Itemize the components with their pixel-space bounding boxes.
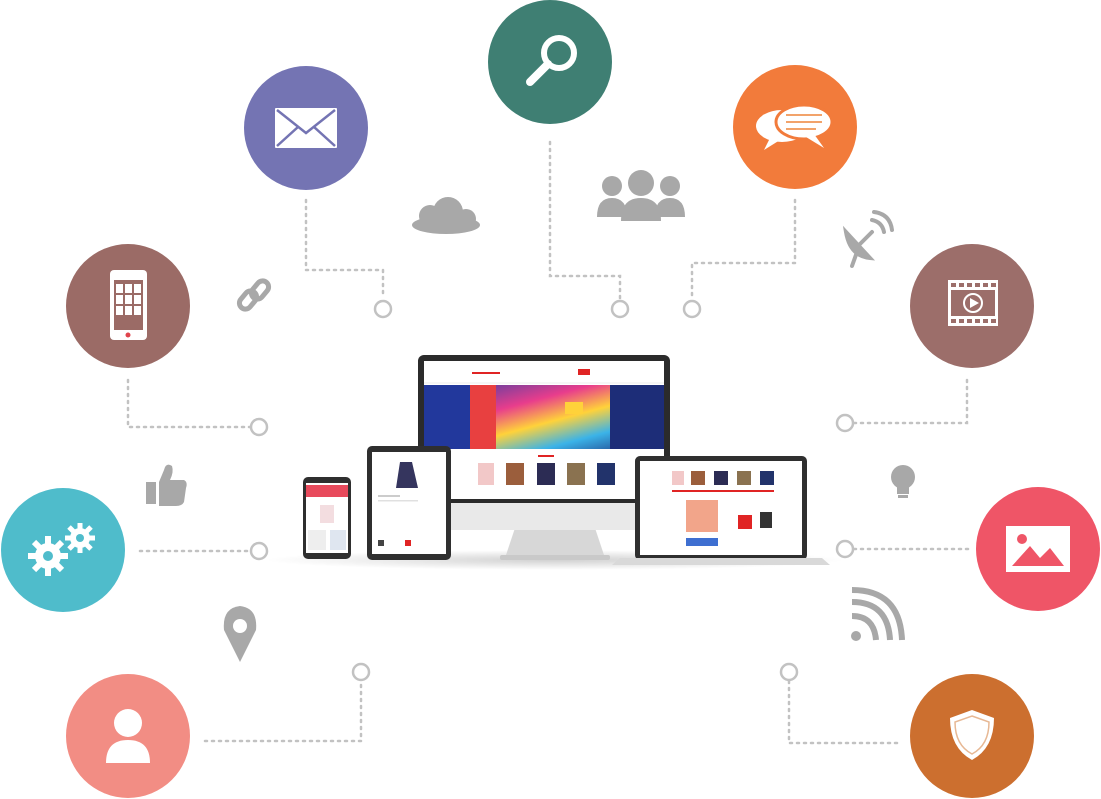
connectors — [126, 140, 970, 745]
node-shield — [779, 662, 799, 682]
node-mobile — [249, 417, 269, 437]
mail-circle — [244, 66, 368, 190]
shield-icon — [950, 710, 994, 760]
people-icon — [597, 170, 685, 221]
node-chat — [682, 299, 702, 319]
connector-mail — [304, 198, 385, 300]
connector-mobile — [126, 378, 252, 429]
node-mail — [373, 299, 393, 319]
connector-video — [850, 378, 969, 425]
tablet — [367, 446, 451, 560]
image-circle — [976, 487, 1100, 611]
node-gears — [249, 541, 269, 561]
chat-circle — [733, 65, 857, 189]
laptop — [612, 456, 830, 565]
node-video — [835, 413, 855, 433]
cloud-icon — [412, 197, 480, 234]
chat-icon — [756, 103, 834, 150]
phone — [303, 477, 351, 559]
node-image — [835, 539, 855, 559]
mobile-circle — [66, 244, 190, 368]
search-circle — [488, 0, 612, 124]
responsive-devices-illustration — [265, 355, 845, 570]
gears-icon — [28, 523, 95, 576]
user-circle — [66, 674, 190, 798]
satellite-dish-icon — [842, 210, 894, 268]
connector-shield — [787, 678, 899, 745]
link-icon — [236, 278, 272, 312]
image-icon — [1006, 526, 1070, 572]
mail-icon — [275, 108, 337, 148]
video-circle — [910, 244, 1034, 368]
search-icon — [526, 35, 577, 86]
rss-icon — [851, 587, 905, 641]
thumbs-up-icon — [146, 464, 187, 506]
shield-circle — [910, 674, 1034, 798]
video-icon — [948, 280, 998, 326]
node-user — [351, 662, 371, 682]
gears-circle — [1, 488, 125, 612]
connector-nodes — [249, 299, 855, 682]
lightbulb-icon — [891, 465, 915, 498]
user-icon — [106, 709, 150, 763]
mobile-app-icon — [110, 270, 147, 340]
desktop-monitor — [418, 355, 670, 560]
location-pin-icon — [223, 606, 257, 662]
node-search — [610, 299, 630, 319]
connector-chat — [690, 198, 797, 300]
connector-user — [203, 678, 363, 743]
connector-search — [548, 140, 622, 300]
